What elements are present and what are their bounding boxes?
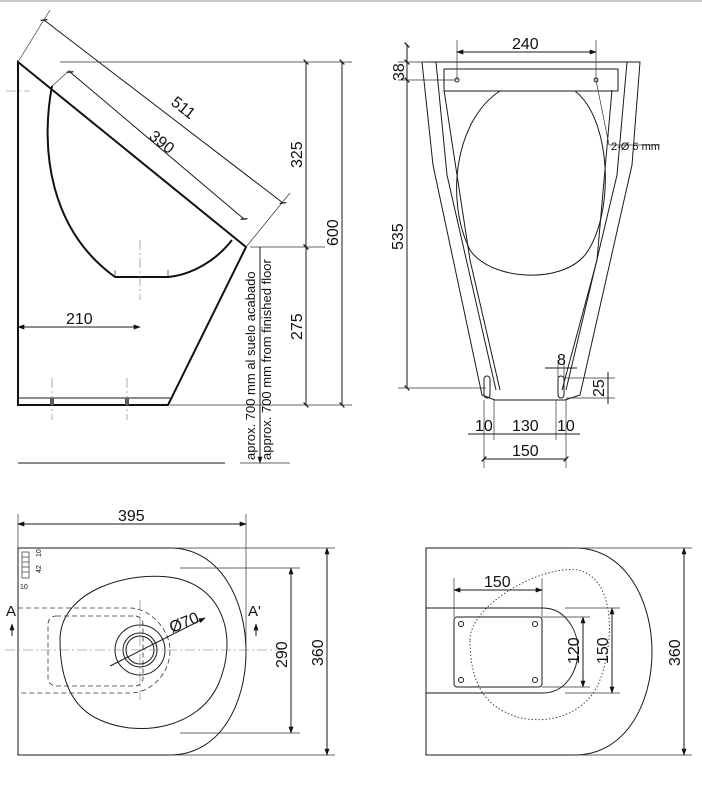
bottom-view: 150 120 150 360 [425,547,692,756]
dim-130-label: 130 [512,418,539,435]
dim-390-label: 390 [146,128,178,158]
dim-325-label: 325 [289,141,306,168]
dim-left-gap-label: 10 [475,418,493,435]
plate-screw-bl [458,677,464,683]
side-view-outline [17,59,248,406]
dim-mount-height-label: 150 [595,637,612,664]
dim-bottom-360-label: 360 [667,639,684,666]
dim-right-gap-label: 10 [557,418,575,435]
top-view-bowl [59,575,228,730]
dim-290-label: 290 [274,641,291,668]
side-view: 511 390 325 275 600 210 aprox. 700 mm al… [6,9,352,464]
dim-395-label: 395 [118,508,145,525]
mount-band [426,607,579,694]
dim-8-label: 8 [557,352,566,369]
dim-plate-height-label: 120 [566,637,583,664]
front-view-outline [421,61,641,401]
section-a-label: A [6,603,16,620]
plate-screw-tl [458,621,464,627]
mounting-bracket [443,68,619,92]
top-view: Ø70 395 290 360 A A' 10 42 10 [5,508,335,756]
slot-left [483,375,491,399]
wall-detail [21,551,30,579]
detail-10a: 10 [36,549,43,557]
bottom-view-bowl-hidden [469,569,610,721]
floor-note-en: approx. 700 mm from finished floor [259,258,274,460]
dim-360-label: 360 [310,639,327,666]
detail-10b: 10 [20,584,28,591]
bottom-view-outline [425,547,653,756]
dim-535-label: 535 [390,223,407,250]
dim-275-label: 275 [289,313,306,340]
section-a-prime-label: A' [248,603,261,620]
floor-note-es: aprox. 700 mm al suelo acabado [243,271,258,460]
dim-240-label: 240 [512,36,539,53]
dim-38-label: 38 [391,63,408,81]
hole-label: 2-Ø 6 mm [611,141,660,153]
top-view-outline [17,547,247,756]
dim-150-label: 150 [512,443,539,460]
dim-drain-label: Ø70 [167,610,202,637]
dim-line-drain [109,617,206,667]
front-view: 240 38 535 2-Ø 6 mm 8 25 10 130 10 [390,36,660,468]
front-view-bowl [456,90,606,276]
slot-right [557,375,565,399]
dim-plate-width-label: 150 [484,574,511,591]
plate-screw-tr [532,621,538,627]
detail-42: 42 [36,565,43,573]
dim-line-390 [66,71,248,220]
mounting-plate [453,616,543,688]
dim-25-label: 25 [591,379,608,397]
dim-600-label: 600 [325,219,342,246]
plate-screw-br [532,677,538,683]
dim-210-label: 210 [66,311,93,328]
